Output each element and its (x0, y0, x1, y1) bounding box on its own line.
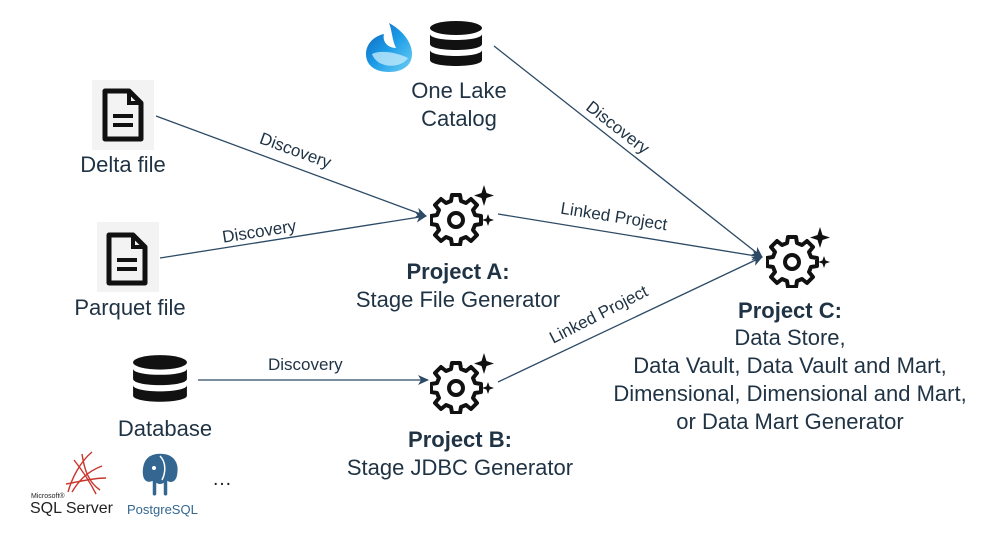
edge-parquet-to-project-a (159, 212, 427, 259)
project-c-line-1: Data Store, (734, 325, 846, 350)
delta-file-label: Delta file (80, 152, 166, 177)
project-c-line-4: or Data Mart Generator (676, 409, 904, 434)
sqlserver-logo-icon (65, 451, 107, 495)
project-c-title: Project C: (738, 298, 842, 323)
onelake-label-line2: Catalog (421, 106, 497, 131)
onelake-label-line1: One Lake (411, 78, 507, 103)
parquet-file-label: Parquet file (74, 295, 186, 320)
more-databases-ellipsis: … (212, 468, 232, 490)
sqlserver-logo-small-text: Microsoft® (31, 493, 65, 500)
project-c-line-2: Data Vault, Data Vault and Mart, (633, 353, 947, 378)
edge-project-b-to-project-c (497, 256, 763, 383)
onelake-logo-icon (366, 23, 412, 72)
edge-onelake-to-project-c (493, 45, 763, 258)
project-b-title: Project B: (408, 427, 512, 452)
postgresql-logo-text: PostgreSQL (127, 502, 198, 517)
project-b-subtitle: Stage JDBC Generator (346, 455, 574, 480)
project-a-subtitle: Stage File Generator (355, 287, 561, 312)
file-icon (106, 232, 148, 286)
gear-sparkle-icon (766, 227, 830, 288)
database-icon (133, 355, 187, 402)
edge-delta-to-project-a (155, 115, 427, 218)
database-icon (430, 21, 482, 66)
postgresql-logo-icon (141, 452, 180, 497)
database-label: Database (117, 416, 213, 441)
sqlserver-logo-text: SQL Server (30, 500, 113, 517)
gear-sparkle-icon (430, 185, 494, 246)
gear-sparkle-icon (430, 353, 494, 414)
project-c-line-3: Dimensional, Dimensional and Mart, (613, 381, 967, 406)
file-icon (102, 88, 144, 142)
project-a-title: Project A: (406, 259, 510, 284)
edge-project-a-to-project-c (497, 213, 763, 261)
edge-label-database-discovery: Discovery (268, 355, 343, 374)
